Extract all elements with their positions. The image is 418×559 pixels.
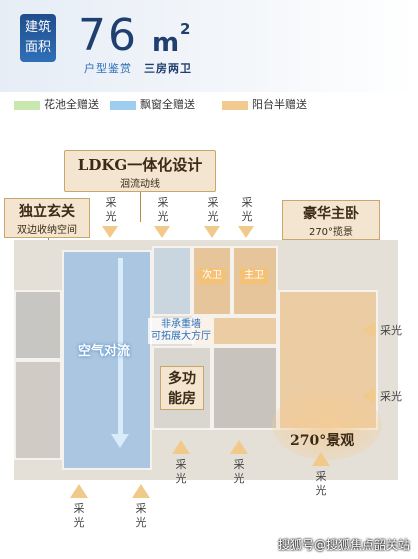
airflow-label: 空气对流 [78, 344, 131, 359]
area-label-line2: 面积 [24, 40, 51, 55]
nonbearing-note: 非承重墙 可拓展大方厅 [148, 318, 214, 344]
multifunction-callout: 多功 能房 [160, 366, 204, 410]
header-subtitle: 户型鉴赏 [84, 62, 132, 75]
multifunction-line2: 能房 [168, 391, 196, 407]
legend-swatch-balcony [222, 101, 248, 110]
entry-subtitle: 双边收纳空间 [17, 225, 77, 236]
light-label-bottom-2: 采光 [135, 502, 147, 529]
multifunction-line1: 多功 [168, 371, 196, 387]
light-label-bottom-1: 采光 [73, 502, 85, 529]
light-arrow-top-1-icon [102, 226, 118, 238]
light-arrow-bottom-4-icon [230, 440, 248, 454]
legend-swatch-planter [14, 101, 40, 110]
legend-label-baywindow: 飘窗全赠送 [140, 98, 195, 111]
ldkg-callout: LDKG一体化设计 洄流动线 [64, 150, 216, 192]
legend-label-balcony: 阳台半赠送 [252, 98, 307, 111]
light-arrow-right-2-icon [362, 388, 375, 404]
nonbearing-line2: 可拓展大方厅 [151, 331, 211, 342]
watermark: 搜狐号@搜狐焦点韶关站 [277, 538, 410, 552]
master-bath-label: 主卫 [240, 268, 268, 284]
ldkg-title: LDKG一体化设计 [77, 156, 203, 174]
living-room [62, 250, 152, 470]
area-value: 76 [78, 10, 138, 61]
master-callout: 豪华主卧 270°揽景 [282, 200, 380, 240]
entry-title: 独立玄关 [19, 204, 75, 220]
light-arrow-top-4-icon [238, 226, 254, 238]
light-label-bottom-3: 采光 [175, 458, 187, 485]
ldkg-leader-line [140, 192, 141, 222]
light-arrow-bottom-2-icon [132, 484, 150, 498]
dining-area [14, 360, 62, 460]
light-label-top-4: 采光 [241, 196, 253, 223]
light-arrow-top-3-icon [204, 226, 220, 238]
light-label-right-1: 采光 [380, 324, 402, 337]
airflow-arrow-shaft [118, 258, 123, 434]
legend-swatch-baywindow [110, 101, 136, 110]
light-arrow-bottom-3-icon [172, 440, 190, 454]
second-bath-label: 次卫 [198, 268, 226, 284]
header-layout: 三房两卫 [144, 62, 192, 75]
light-arrow-right-1-icon [362, 322, 375, 338]
area-label-line1: 建筑 [24, 20, 51, 35]
entry-callout: 独立玄关 双边收纳空间 [4, 198, 90, 238]
light-label-top-1: 采光 [105, 196, 117, 223]
bedroom-room [212, 346, 278, 430]
light-label-bottom-5: 采光 [315, 470, 327, 497]
light-label-top-2: 采光 [157, 196, 169, 223]
header-banner [0, 0, 418, 92]
nonbearing-line1: 非承重墙 [161, 319, 201, 330]
light-label-bottom-4: 采光 [233, 458, 245, 485]
light-arrow-bottom-5-icon [312, 452, 330, 466]
light-arrow-top-2-icon [154, 226, 170, 238]
view-label: 270°景观 [290, 433, 355, 449]
kitchen-room [152, 246, 192, 316]
light-label-top-3: 采光 [207, 196, 219, 223]
ldkg-subtitle: 洄流动线 [120, 179, 160, 190]
area-unit-superscript: 2 [180, 20, 191, 38]
master-subtitle: 270°揽景 [308, 227, 354, 238]
airflow-arrow-down-icon [111, 434, 129, 448]
entry-room [14, 290, 62, 360]
legend-label-planter: 花池全赠送 [44, 98, 99, 111]
area-unit: m [152, 28, 180, 58]
light-label-right-2: 采光 [380, 390, 402, 403]
master-title: 豪华主卧 [303, 206, 359, 222]
area-tag: 建筑 面积 [20, 14, 56, 62]
light-arrow-bottom-1-icon [70, 484, 88, 498]
